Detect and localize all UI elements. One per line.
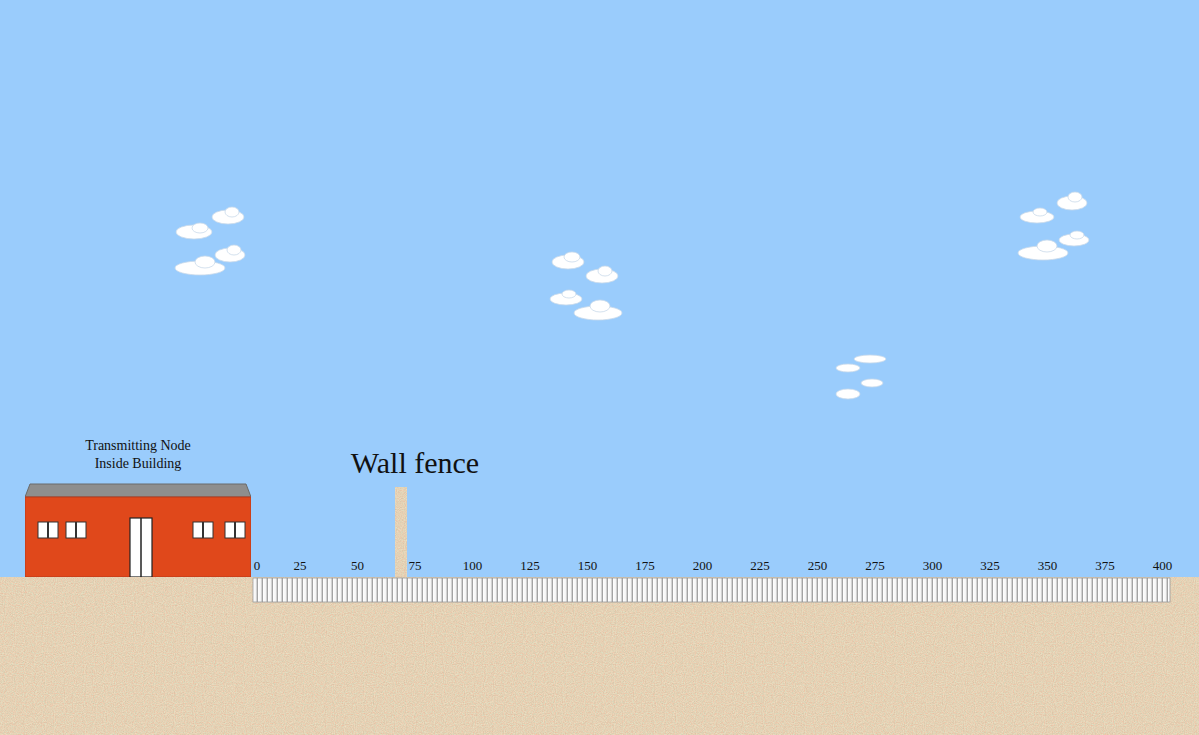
door-split	[140, 518, 142, 577]
distance-mark: 125	[520, 558, 540, 574]
distance-mark: 75	[409, 558, 422, 574]
distance-mark: 300	[923, 558, 943, 574]
cloud	[836, 355, 886, 399]
door	[130, 518, 152, 577]
distance-ruler	[253, 578, 1170, 602]
distance-mark: 100	[463, 558, 483, 574]
window-frame	[234, 522, 236, 538]
window	[38, 522, 58, 538]
node-label: Transmitting Node Inside Building	[68, 437, 208, 473]
distance-mark: 400	[1153, 558, 1173, 574]
distance-mark: 250	[808, 558, 828, 574]
node-label: Wall fence	[320, 445, 510, 481]
distance-mark: 25	[294, 558, 307, 574]
window-frame	[47, 522, 49, 538]
window-frame	[202, 522, 204, 538]
distance-mark: 175	[635, 558, 655, 574]
distance-mark: 150	[578, 558, 598, 574]
building-wall	[25, 497, 251, 577]
distance-mark: 350	[1038, 558, 1058, 574]
distance-mark: 325	[980, 558, 1000, 574]
transmitter-building: Transmitting Node Inside Building	[25, 437, 251, 577]
window	[193, 522, 213, 538]
wall-fence	[395, 487, 407, 577]
distance-mark: 375	[1095, 558, 1115, 574]
window	[225, 522, 245, 538]
building-roof	[25, 484, 251, 497]
cloud	[550, 252, 622, 320]
distance-mark: 225	[750, 558, 770, 574]
cloud	[1018, 192, 1089, 260]
distance-mark: 50	[351, 558, 364, 574]
cloud	[175, 207, 245, 275]
window-frame	[75, 522, 77, 538]
distance-mark: 0	[254, 558, 261, 574]
distance-mark: 200	[693, 558, 713, 574]
window	[66, 522, 86, 538]
distance-mark: 275	[865, 558, 885, 574]
wall-fence-node: Wall fence	[320, 445, 510, 577]
ground	[0, 577, 1199, 735]
